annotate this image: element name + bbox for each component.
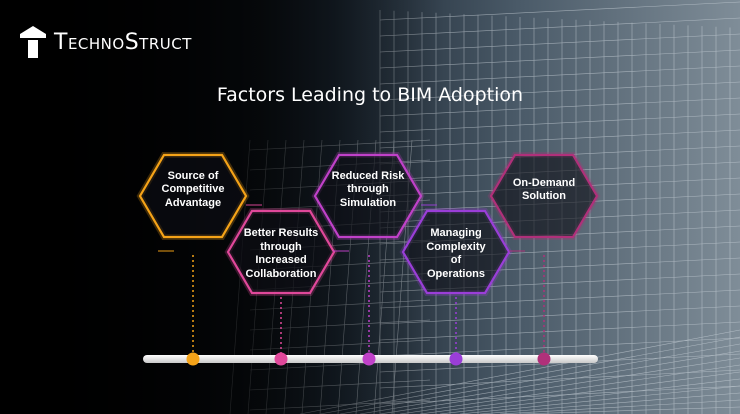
factor-hexagon (226, 209, 336, 295)
factor-label-line: Simulation (339, 196, 397, 209)
timeline-dot (449, 352, 463, 366)
building-logo-icon (20, 26, 46, 58)
factor-label-line: Reduced Risk (331, 169, 405, 182)
page-title: Factors Leading to BIM Adoption (216, 84, 524, 106)
brand-name: TechnoStruct (54, 29, 192, 55)
timeline-dot (362, 352, 376, 366)
factor-hexagon (489, 153, 599, 239)
factor-label-line: Operations (426, 267, 486, 280)
factor-hexagon (313, 153, 423, 239)
factor-label-line: On-Demand (512, 176, 576, 189)
factor-hexagon (138, 153, 248, 239)
factor-label-line: Managing (430, 227, 482, 239)
factor-label-line: Better Results (243, 227, 319, 239)
factor-label-line: Collaboration (245, 267, 317, 280)
timeline-dot (537, 352, 551, 366)
timeline-dot (274, 352, 288, 366)
brand: TechnoStruct (18, 24, 192, 60)
factor-label-line: Increased (255, 254, 307, 266)
factor-label-line: Source of (167, 169, 219, 182)
factor-label-line: Advantage (164, 196, 222, 209)
factor-label-line: Solution (522, 190, 566, 202)
factor-label-line: through (347, 183, 389, 196)
factor-label-line: Complexity (426, 240, 486, 253)
factor-label-line: of (450, 254, 462, 266)
factor-label-line: through (260, 240, 302, 253)
timeline-dot (186, 352, 200, 366)
factor-hexagon (401, 209, 511, 295)
factor-label-line: Competitive (161, 183, 225, 196)
